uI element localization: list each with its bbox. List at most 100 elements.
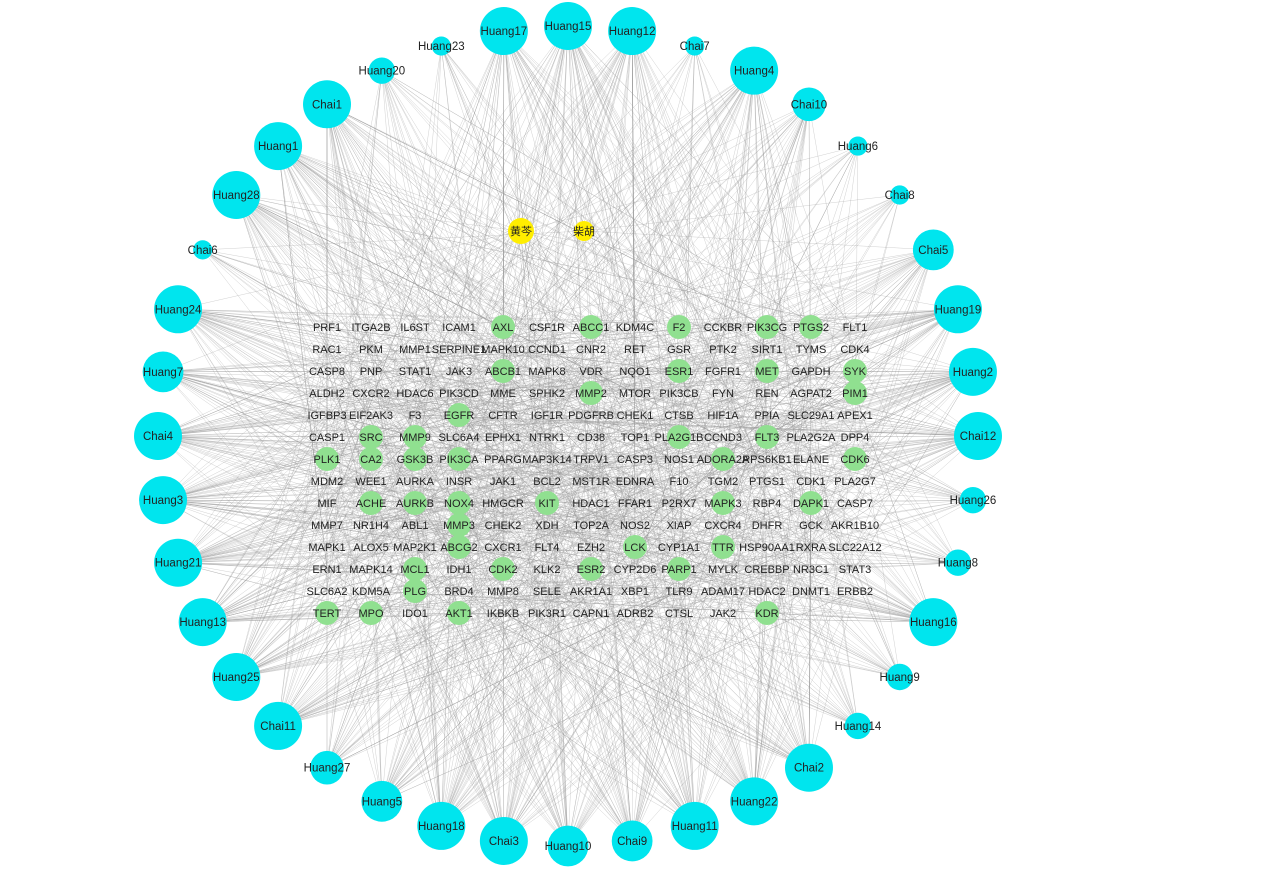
target-node-csf1r[interactable]: CSF1R [529,322,565,334]
target-node-kdm5a[interactable]: KDM5A [352,586,391,598]
target-node-il6st[interactable]: IL6ST [400,322,430,334]
target-node-ache[interactable]: ACHE [356,491,387,515]
target-node-rac1[interactable]: RAC1 [312,344,341,356]
target-node-kit[interactable]: KIT [535,491,559,515]
target-node-cd38[interactable]: CD38 [577,432,605,444]
target-node-pkm[interactable]: PKM [359,344,383,356]
target-node-kdm4c[interactable]: KDM4C [616,322,655,334]
target-node-icam1[interactable]: ICAM1 [442,322,476,334]
target-node-sirt1[interactable]: SIRT1 [752,344,783,356]
target-node-fgfr1[interactable]: FGFR1 [705,366,741,378]
target-node-adam17[interactable]: ADAM17 [701,586,745,598]
target-node-bcl2[interactable]: BCL2 [533,476,561,488]
target-node-elane[interactable]: ELANE [793,454,829,466]
target-node-ccnd1[interactable]: CCND1 [528,344,566,356]
compound-node-huang4[interactable]: Huang4 [730,46,779,95]
target-node-mylk[interactable]: MYLK [708,564,739,576]
target-node-pparg[interactable]: PPARG [484,454,522,466]
target-node-cftr[interactable]: CFTR [488,410,517,422]
target-node-rxra[interactable]: RXRA [796,542,827,554]
target-node-mif[interactable]: MIF [318,498,337,510]
target-node-igf1r[interactable]: IGF1R [531,410,563,422]
target-node-jak2[interactable]: JAK2 [710,608,736,620]
target-node-ttr[interactable]: TTR [711,535,735,559]
target-node-flt1[interactable]: FLT1 [843,322,868,334]
target-node-pdgfrb[interactable]: PDGFRB [568,410,614,422]
target-node-gapdh[interactable]: GAPDH [791,366,830,378]
compound-node-chai11[interactable]: Chai11 [254,701,303,750]
target-node-mapk8[interactable]: MAPK8 [528,366,565,378]
target-node-adrb2[interactable]: ADRB2 [617,608,654,620]
target-node-axl[interactable]: AXL [491,315,515,339]
target-node-abcg2[interactable]: ABCG2 [440,535,478,559]
target-node-pik3cd[interactable]: PIK3CD [439,388,479,400]
target-node-stat1[interactable]: STAT1 [399,366,432,378]
target-node-mmp2[interactable]: MMP2 [575,381,607,405]
target-node-akr1a1[interactable]: AKR1A1 [570,586,612,598]
target-node-ccnd3[interactable]: CCND3 [704,432,742,444]
compound-node-huang19[interactable]: Huang19 [933,285,982,334]
target-node-jak1[interactable]: JAK1 [490,476,516,488]
target-node-mpo[interactable]: MPO [358,601,384,625]
target-node-egfr[interactable]: EGFR [444,403,475,427]
target-node-chek2[interactable]: CHEK2 [485,520,522,532]
target-node-f3[interactable]: F3 [409,410,422,422]
compound-node-huang5[interactable]: Huang5 [361,780,403,822]
target-node-mmp8[interactable]: MMP8 [487,586,519,598]
target-node-cyp1a1[interactable]: CYP1A1 [658,542,700,554]
target-node-alox5[interactable]: ALOX5 [353,542,388,554]
target-node-f10[interactable]: F10 [670,476,689,488]
target-node-casp7[interactable]: CASP7 [837,498,873,510]
target-node-ern1[interactable]: ERN1 [312,564,341,576]
compound-node-huang18[interactable]: Huang18 [417,801,466,850]
target-node-slc6a2[interactable]: SLC6A2 [307,586,348,598]
target-node-slc6a4[interactable]: SLC6A4 [439,432,480,444]
compound-node-chai9[interactable]: Chai9 [611,820,653,862]
target-node-abcc1[interactable]: ABCC1 [573,315,610,339]
target-node-trpv1[interactable]: TRPV1 [573,454,608,466]
target-node-nr1h4[interactable]: NR1H4 [353,520,389,532]
target-node-abcb1[interactable]: ABCB1 [485,359,521,383]
target-node-tert[interactable]: TERT [313,601,342,625]
compound-node-chai10[interactable]: Chai10 [791,87,827,122]
target-node-p2rx7[interactable]: P2RX7 [662,498,697,510]
target-node-mapk10[interactable]: MAPK10 [481,344,524,356]
target-node-nqo1[interactable]: NQO1 [619,366,650,378]
target-node-top1[interactable]: TOP1 [621,432,650,444]
compound-node-huang26[interactable]: Huang26 [950,486,997,514]
compound-node-huang9[interactable]: Huang9 [880,663,920,691]
target-node-flt4[interactable]: FLT4 [535,542,560,554]
target-node-aldh2[interactable]: ALDH2 [309,388,344,400]
target-node-f2[interactable]: F2 [667,315,691,339]
target-node-aurkb[interactable]: AURKB [396,491,434,515]
target-node-mapk1[interactable]: MAPK1 [308,542,345,554]
target-node-agpat2[interactable]: AGPAT2 [790,388,832,400]
target-node-pik3cg[interactable]: PIK3CG [747,315,787,339]
target-node-casp8[interactable]: CASP8 [309,366,345,378]
target-node-pik3ca[interactable]: PIK3CA [439,447,479,471]
target-node-plk1[interactable]: PLK1 [314,447,341,471]
target-node-aurka[interactable]: AURKA [396,476,435,488]
compound-node-huang23[interactable]: Huang23 [418,36,465,56]
target-node-ednra[interactable]: EDNRA [616,476,655,488]
compound-node-huang20[interactable]: Huang20 [359,57,406,84]
compound-node-chai3[interactable]: Chai3 [479,816,528,865]
target-node-nox4[interactable]: NOX4 [444,491,474,515]
target-node-mme[interactable]: MME [490,388,516,400]
target-node-map3k14[interactable]: MAP3K14 [522,454,572,466]
compound-node-huang6[interactable]: Huang6 [838,136,878,156]
target-node-syk[interactable]: SYK [843,359,867,383]
compound-node-huang13[interactable]: Huang13 [178,598,227,647]
target-node-ido1[interactable]: IDO1 [402,608,428,620]
compound-node-huang7[interactable]: Huang7 [142,351,184,393]
target-node-src[interactable]: SRC [359,425,383,449]
target-node-ezh2[interactable]: EZH2 [577,542,605,554]
target-node-tyms[interactable]: TYMS [796,344,827,356]
target-node-ctsl[interactable]: CTSL [665,608,693,620]
target-node-wee1[interactable]: WEE1 [355,476,386,488]
target-node-nr3c1[interactable]: NR3C1 [793,564,829,576]
target-node-xiap[interactable]: XIAP [666,520,691,532]
target-node-cnr2[interactable]: CNR2 [576,344,606,356]
target-node-dpp4[interactable]: DPP4 [841,432,870,444]
target-node-fyn[interactable]: FYN [712,388,734,400]
